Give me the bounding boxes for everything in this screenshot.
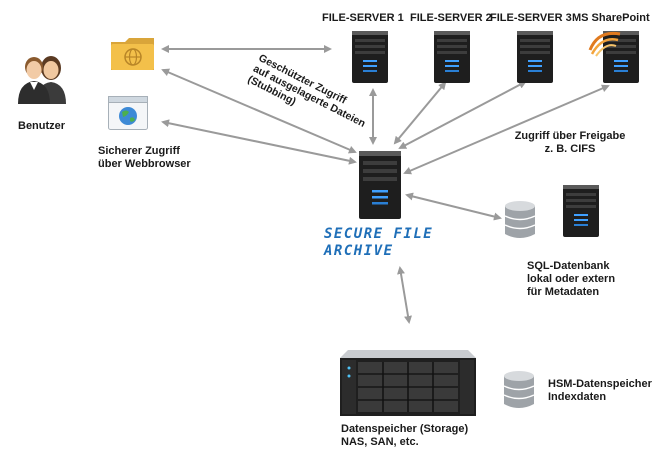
secure-file-archive-logo-line-2: ARCHIVE: [324, 243, 394, 259]
arrow-fs2-archive: [393, 81, 447, 145]
sql-label-1: SQL-Datenbank: [527, 260, 610, 272]
arrow-browser-archive: [161, 119, 357, 165]
web-access-label-1: Sicherer Zugriff: [98, 145, 180, 157]
storage-label-1: Datenspeicher (Storage): [341, 423, 469, 435]
sharepoint-icon: [588, 28, 622, 58]
storage-array-icon: [338, 350, 478, 416]
hsm-label-2: Indexdaten: [548, 391, 607, 403]
database-icon: [503, 370, 535, 410]
share-access-label-1: Zugriff über Freigabe: [514, 130, 626, 142]
hsm-label-1: HSM-Datenspeicher: [548, 378, 652, 390]
sql-label-2: lokal oder extern: [527, 273, 616, 285]
file-server-3-label: FILE-SERVER 3: [490, 12, 572, 24]
users-icon: [14, 52, 72, 104]
server-tower-icon: [351, 30, 389, 89]
storage-label-2: NAS, SAN, etc.: [341, 436, 419, 448]
arrow-archive-sql: [405, 192, 502, 221]
file-server-1-label: FILE-SERVER 1: [322, 12, 404, 24]
sharepoint-label: MS SharePoint: [572, 12, 650, 24]
arrow-archive-storage: [397, 266, 412, 324]
file-server-2-label: FILE-SERVER 2: [410, 12, 492, 24]
web-access-label-2: über Webbrowser: [98, 158, 191, 170]
folder-globe-icon: [110, 36, 156, 72]
server-tower-icon: [516, 30, 554, 89]
server-tower-icon: [562, 184, 600, 243]
browser-globe-icon: [108, 96, 148, 130]
sql-label-3: für Metadaten: [527, 286, 600, 298]
arrow-sharepoint-archive: [403, 84, 610, 175]
users-label: Benutzer: [18, 120, 66, 132]
archive-server-icon: [358, 150, 402, 225]
server-tower-icon: [433, 30, 471, 89]
database-icon: [504, 200, 536, 240]
server-tower-icon: [602, 30, 640, 89]
secure-file-archive-logo-line-1: SECURE FILE: [324, 226, 434, 242]
share-access-label-2: z. B. CIFS: [544, 143, 596, 155]
